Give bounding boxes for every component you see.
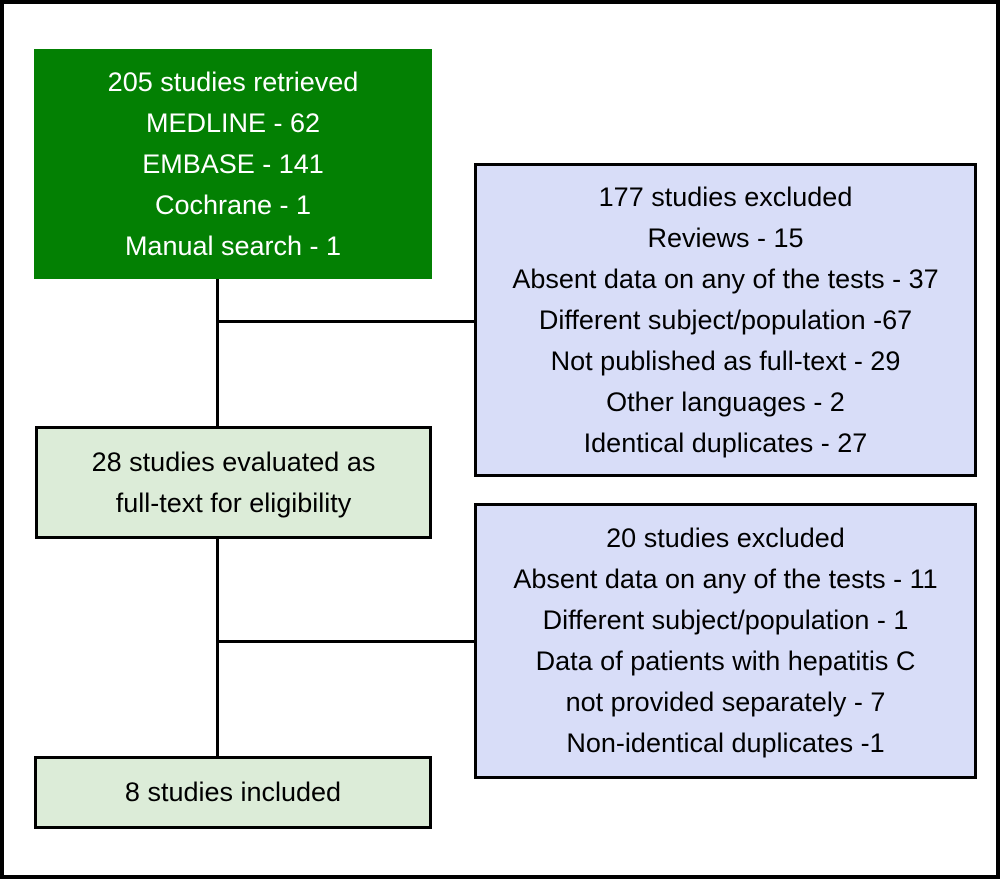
box-line: Non-identical duplicates -1 xyxy=(566,728,885,758)
connector-branch-to-excluded-screening xyxy=(216,320,477,323)
box-line: full-text for eligibility xyxy=(115,487,352,518)
connector-retrieved-to-evaluated xyxy=(216,279,219,426)
box-line: Different subject/population - 1 xyxy=(542,605,909,635)
box-line: 8 studies included xyxy=(124,777,342,807)
connector-evaluated-to-included xyxy=(216,539,219,756)
box-line: Different subject/population -67 xyxy=(538,304,913,335)
box-line: Cochrane - 1 xyxy=(154,189,312,220)
box-line: 20 studies excluded xyxy=(606,523,845,553)
box-line: Absent data on any of the tests - 11 xyxy=(513,564,938,594)
included-studies-box: 8 studies included xyxy=(34,756,432,829)
retrieved-studies-box: 205 studies retrieved MEDLINE - 62 EMBAS… xyxy=(34,49,432,279)
box-line: Data of patients with hepatitis C xyxy=(535,646,916,676)
excluded-screening-box: 177 studies excluded Reviews - 15 Absent… xyxy=(474,163,977,477)
box-line: Identical duplicates - 27 xyxy=(583,427,868,458)
box-line: Absent data on any of the tests - 37 xyxy=(512,263,939,294)
box-line: 205 studies retrieved xyxy=(107,66,359,97)
box-line: not provided separately - 7 xyxy=(565,687,886,717)
box-line: Manual search - 1 xyxy=(124,230,342,261)
box-line: MEDLINE - 62 xyxy=(145,107,321,138)
evaluated-studies-box: 28 studies evaluated as full-text for el… xyxy=(35,426,432,539)
box-line: EMBASE - 141 xyxy=(142,148,324,179)
box-line: 28 studies evaluated as xyxy=(91,446,376,477)
connector-branch-to-excluded-eligibility xyxy=(216,640,477,643)
box-line: Other languages - 2 xyxy=(606,386,845,417)
box-line: 177 studies excluded xyxy=(598,181,853,212)
box-line: Reviews - 15 xyxy=(647,222,804,253)
excluded-eligibility-box: 20 studies excluded Absent data on any o… xyxy=(474,503,977,779)
box-line: Not published as full-text - 29 xyxy=(550,345,901,376)
